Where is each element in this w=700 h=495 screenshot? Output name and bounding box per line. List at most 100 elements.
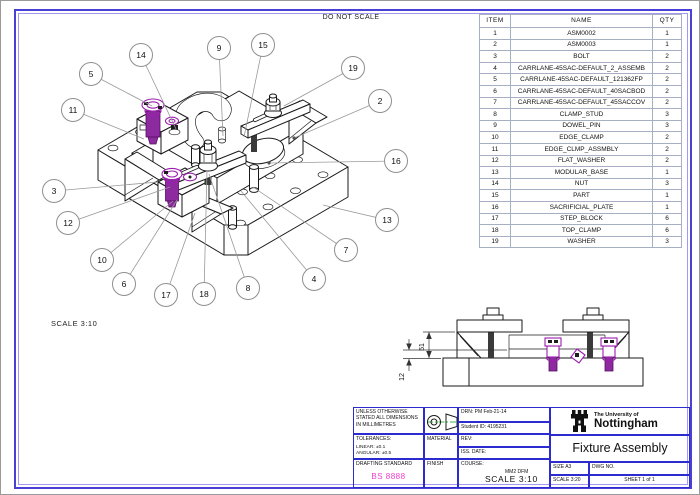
clamp-bolt — [264, 93, 282, 118]
balloon-number: 6 — [122, 279, 127, 289]
balloon-number: 4 — [312, 274, 317, 284]
swing-clamp-front — [161, 167, 198, 208]
column-header: NAME — [510, 14, 653, 28]
table-cell: EDGE_CLAMP — [510, 131, 653, 144]
balloon-leader — [101, 200, 174, 261]
balloon-number: 19 — [348, 63, 358, 73]
dowel-pin — [218, 126, 226, 144]
table-cell: CARRLANE-45SAC-DEFAULT_2_ASSEMB — [510, 61, 653, 75]
table-cell: 17 — [479, 212, 511, 226]
balloon-number: 14 — [136, 50, 146, 60]
table-cell: 15 — [479, 189, 511, 202]
balloon-number: 18 — [199, 289, 209, 299]
table-cell: 2 — [652, 61, 682, 75]
table-cell: 1 — [652, 200, 682, 214]
table-cell: 19 — [479, 235, 511, 249]
side-view: 51 12 — [399, 307, 644, 387]
side-swing-clamp-right — [600, 337, 618, 372]
balloon-leader — [243, 44, 264, 138]
isometric-view — [97, 90, 349, 256]
dwg-no-cell: DWG NO. — [589, 462, 690, 475]
balloon-leader — [140, 54, 177, 130]
tolerance-linear: LINEAR: ±0.1 — [356, 445, 386, 451]
balloon — [236, 276, 260, 300]
table-cell: 3 — [652, 235, 682, 249]
balloon-leader — [67, 186, 171, 224]
balloon — [207, 36, 231, 60]
table-cell: 2 — [652, 73, 682, 86]
hex-nut — [171, 125, 178, 131]
course-cell: COURSE: MM2 DFM SCALE 3:10 — [458, 459, 550, 488]
table-cell: 18 — [479, 224, 511, 237]
table-cell: STEP_BLOCK — [510, 212, 653, 226]
table-cell: CARRLANE-45SAC-DEFAULT_121362FP — [510, 73, 653, 86]
table-cell: 2 — [652, 154, 682, 168]
table-cell: 3 — [479, 50, 511, 63]
balloon-number: 2 — [378, 96, 383, 106]
tolerances-label: TOLERANCES: — [356, 436, 392, 442]
third-angle-projection-icon — [427, 413, 459, 431]
dimension-note-cell: UNLESS OTHERWISE STATED ALL DIMENSIONS I… — [353, 407, 424, 434]
column-header: ITEM — [479, 14, 511, 28]
balloon-number: 13 — [382, 215, 392, 225]
table-cell: 7 — [479, 96, 511, 110]
balloon-leader — [123, 199, 178, 285]
university-small-text: The University of — [594, 411, 639, 418]
table-cell: 16 — [479, 200, 511, 214]
balloon — [90, 248, 114, 272]
drawing-title: Fixture Assembly — [550, 435, 690, 462]
size-cell: SIZE A3 — [550, 462, 589, 475]
side-view-scale-label: SCALE 3:10 — [485, 474, 538, 485]
balloon-number: 15 — [258, 40, 268, 50]
table-cell: 2 — [652, 131, 682, 144]
balloon-leader — [208, 173, 249, 289]
balloon-number: 8 — [246, 283, 251, 293]
balloon — [368, 89, 392, 113]
balloon-number: 12 — [63, 218, 73, 228]
balloon — [129, 43, 153, 67]
table-cell: CARRLANE-45SAC-DEFAULT_45SACCOV — [510, 96, 653, 110]
university-logo-cell: The University of Nottingham — [550, 407, 690, 435]
finish-cell: FINISH — [424, 459, 458, 488]
nottingham-castle-icon — [571, 410, 588, 432]
table-cell: 6 — [652, 224, 682, 237]
table-cell: MODULAR_BASE — [510, 166, 653, 179]
table-cell: 8 — [479, 108, 511, 121]
table-cell: DOWEL_PIN — [510, 119, 653, 133]
part-curved-slot — [175, 92, 232, 149]
table-cell: 2 — [652, 84, 682, 98]
base-profile — [442, 357, 644, 387]
table-cell: EDGE_CLMP_ASSMBLY — [510, 142, 653, 156]
side-clamp-right — [562, 307, 630, 359]
svg-text:12: 12 — [399, 373, 406, 381]
university-name-text: Nottingham — [594, 417, 658, 430]
table-cell: 9 — [479, 119, 511, 133]
balloon — [79, 62, 103, 86]
table-cell: PART — [510, 189, 653, 202]
tolerance-angular: ANGULAR: ±0.5 — [356, 451, 392, 457]
table-cell: TOP_CLAMP — [510, 224, 653, 237]
projection-symbol-cell — [424, 407, 459, 434]
sheet-cell: SHEET 1 of 1 — [589, 475, 690, 488]
do-not-scale-note: DO NOT SCALE — [322, 14, 380, 21]
student-id-cell: Student ID: 4195231 — [458, 422, 550, 434]
table-cell: 6 — [652, 212, 682, 226]
balloon — [375, 208, 399, 232]
tolerances-cell: TOLERANCES: LINEAR: ±0.1 ANGULAR: ±0.5 — [353, 434, 424, 459]
rev-cell: REV: — [458, 434, 550, 447]
table-cell: ASM0002 — [510, 27, 653, 40]
